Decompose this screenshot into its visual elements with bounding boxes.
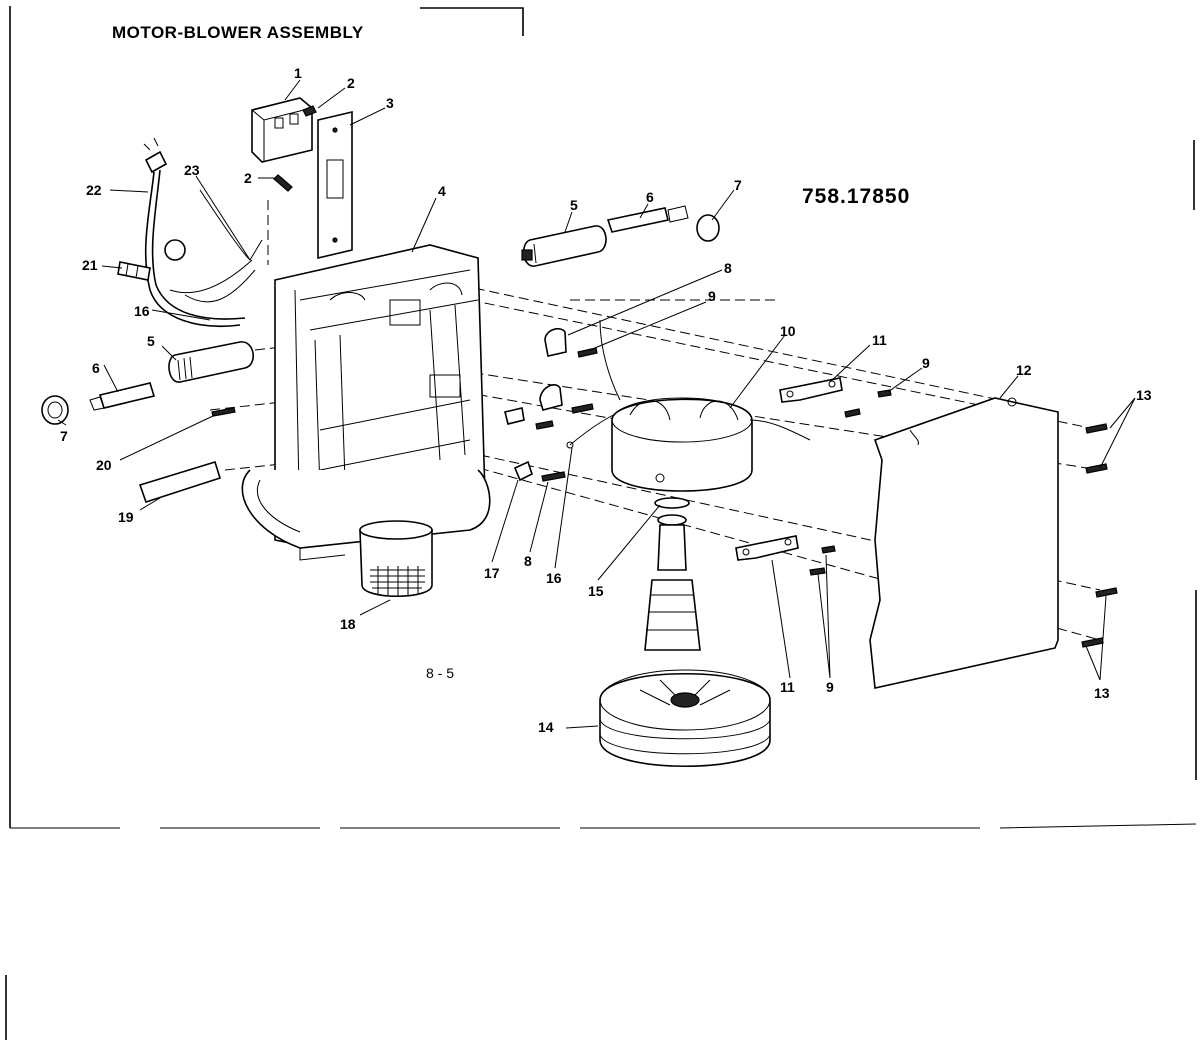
model-number: 758.17850 [802,185,910,208]
motor-cover [869,397,1059,689]
wire-harness [164,189,263,303]
armature-fan [599,514,771,768]
brush-cap-left [41,395,69,425]
callout-23: 23 [184,162,200,178]
thrust-washer [654,497,690,509]
brush-holder-left [168,341,254,383]
callout-22: 22 [86,182,102,198]
callout-10: 10 [780,323,796,339]
screws-9 [535,347,892,576]
brush-cap-right [696,214,720,242]
switch-plate [317,110,353,260]
screw-2-lower [273,174,293,192]
callout-17: 17 [484,565,500,581]
callout-3: 3 [386,95,394,111]
carbon-brush-right [606,205,689,233]
callout-7b: 7 [60,428,68,444]
callout-6b: 6 [92,360,100,376]
screws-13 [1081,423,1118,648]
callout-14: 14 [538,719,554,735]
callout-11: 11 [872,332,887,348]
callout-21: 21 [82,257,98,273]
callout-13b: 13 [1094,685,1110,701]
brush-clip-upper [544,328,567,357]
callout-16b: 16 [546,570,562,586]
screw-20 [211,407,236,417]
callout-labels: 1 2 3 2 4 5 6 7 8 9 10 11 9 12 13 6 5 7 … [60,65,1152,735]
callout-16: 16 [134,303,150,319]
callout-6: 6 [646,189,654,205]
motor-bracket-11-lower [735,535,799,561]
motor-bracket-11-upper [779,377,843,403]
callout-4: 4 [438,183,446,199]
callout-12: 12 [1016,362,1032,378]
callout-1: 1 [294,65,302,81]
screw-2-upper [302,105,317,117]
brush-clip-lower [504,384,563,425]
part-17 [513,460,533,482]
callout-9b: 9 [922,355,930,371]
callout-18: 18 [340,616,356,632]
callout-8: 8 [724,260,732,276]
filter-strip [138,461,221,504]
page-number: 8 - 5 [426,665,454,681]
callout-11b: 11 [780,679,795,695]
diagram-title: MOTOR-BLOWER ASSEMBLY [112,23,364,42]
part-8-lower [541,471,566,482]
blower-housing [241,244,491,561]
brush-holder-right [521,225,607,267]
callout-13: 13 [1136,387,1152,403]
callout-9: 9 [708,288,716,304]
carbon-brush-left [89,382,156,411]
leader-lines [57,79,1136,729]
page-border [5,6,1197,1040]
callout-5b: 5 [147,333,155,349]
callout-2: 2 [347,75,355,91]
callout-7: 7 [734,177,742,193]
callout-15: 15 [588,583,604,599]
callout-2b: 2 [244,170,252,186]
callout-19: 19 [118,509,134,525]
callout-9c: 9 [826,679,834,695]
power-cord [143,137,246,328]
callout-8b: 8 [524,553,532,569]
callout-20: 20 [96,457,112,473]
switch-part [251,97,313,163]
exhaust-grille [359,520,433,598]
callout-5: 5 [570,197,578,213]
strain-relief-21 [117,261,151,281]
field-coil [599,319,811,492]
